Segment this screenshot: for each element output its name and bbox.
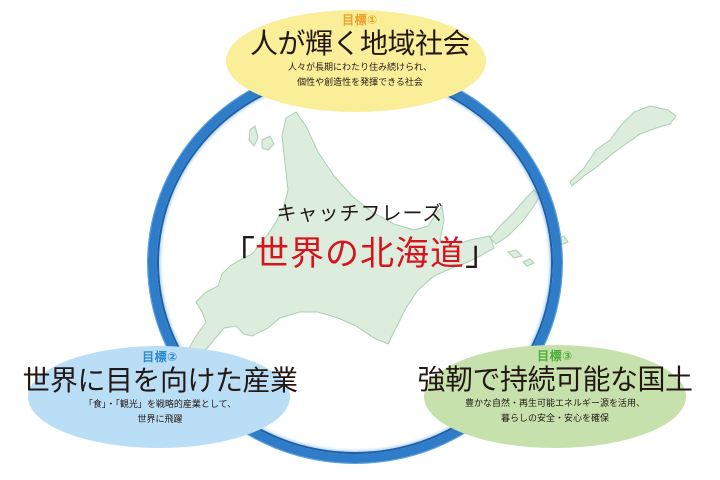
catchphrase-text-row: 「世界の北海道」	[190, 232, 530, 276]
catchphrase: キャッチフレーズ 「世界の北海道」	[190, 200, 530, 276]
goal-2-desc-line1: 「食」・「観光」を戦略的産業として、	[83, 400, 237, 410]
goal-3-desc-line1: 豊かな自然・再生可能エネルギー源を活用、	[464, 399, 645, 409]
close-bracket: 」	[465, 234, 499, 274]
goal-1-desc-line1: 人々が長期にわたり住み続けられ、	[287, 63, 433, 73]
catchphrase-text: 世界の北海道	[255, 234, 465, 274]
goal-1-label: 目標①	[342, 13, 378, 27]
goal-2-bubble	[28, 346, 290, 448]
goal-2: 目標② 世界に目を向けた産業 「食」・「観光」を戦略的産業として、 世界に飛躍	[0, 350, 320, 428]
open-bracket: 「	[221, 234, 255, 274]
goal-2-title: 世界に目を向けた産業	[22, 364, 298, 397]
goal-1-title: 人が輝く地域社会	[249, 27, 471, 60]
goal-1-bubble	[226, 10, 486, 112]
goal-3-title: 強靭で持続可能な国土	[417, 363, 693, 396]
goal-2-desc-line2: 世界に飛躍	[137, 415, 183, 425]
goal-1: 目標① 人が輝く地域社会 人々が長期にわたり住み続けられ、 個性や創造性を発揮で…	[190, 13, 530, 91]
goal-2-label: 目標②	[142, 350, 178, 364]
goal-1-desc-line2: 個性や創造性を発揮できる社会	[297, 78, 423, 88]
goal-3: 目標③ 強靭で持続可能な国土 豊かな自然・再生可能エネルギー源を活用、 暮らしの…	[390, 349, 720, 427]
goal-3-label: 目標③	[537, 349, 573, 363]
goal-3-desc-line2: 暮らしの安全・安心を確保	[500, 414, 609, 424]
catchphrase-heading: キャッチフレーズ	[276, 201, 444, 225]
goal-3-bubble	[424, 345, 686, 448]
